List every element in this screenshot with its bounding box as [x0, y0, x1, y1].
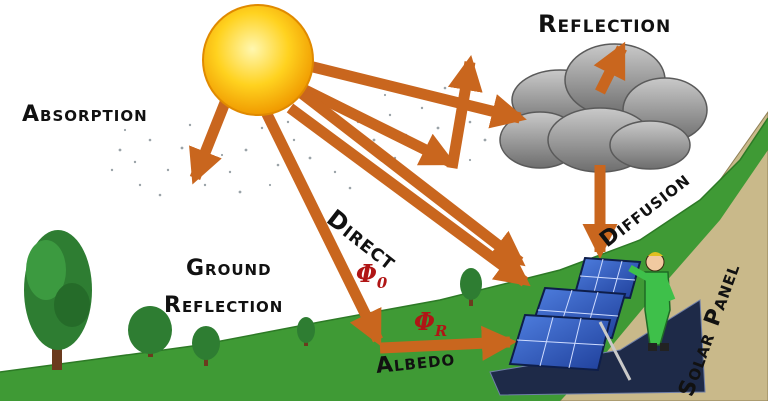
tree-small-2	[192, 326, 220, 366]
panel-support-rod	[598, 321, 632, 381]
radiation-arrows	[189, 41, 627, 361]
phi-zero-main: Φ	[356, 259, 377, 288]
albedo-arrow	[379, 325, 518, 361]
technician-figure	[628, 252, 676, 351]
direct-arrow-upper	[282, 75, 457, 167]
ground-reflection-label-line1: Ground	[186, 256, 272, 281]
reflection-up-arrow	[446, 55, 483, 169]
absorption-label: Absorption	[22, 102, 148, 127]
ground-reflection-label-line2: Reflection	[164, 293, 284, 318]
solar-panels	[508, 256, 642, 381]
tree-small-3	[297, 317, 315, 346]
phi-r-subscript: R	[434, 321, 448, 340]
cloud	[499, 43, 708, 173]
absorption-arrow	[189, 87, 236, 185]
sun	[202, 4, 314, 116]
solar-panel-back	[573, 256, 642, 300]
sun-to-cloud-arrow	[303, 59, 527, 129]
cloud-reflection-arrow	[593, 41, 627, 95]
direct-arrow-middle	[296, 87, 526, 267]
phi-zero-subscript: 0	[376, 273, 388, 292]
phi-r-main: Φ	[414, 307, 435, 336]
tree-small-1	[128, 306, 172, 357]
tree-large	[24, 230, 92, 370]
tree-small-4	[460, 268, 482, 306]
solar-panel-front	[508, 313, 612, 372]
ground-incidence-arrow	[260, 107, 383, 347]
phi-zero-symbol: Φ0	[356, 262, 387, 291]
reflection-label: Reflection	[538, 10, 672, 38]
direct-arrow-lower	[286, 103, 531, 287]
phi-r-symbol: ΦR	[414, 310, 447, 339]
